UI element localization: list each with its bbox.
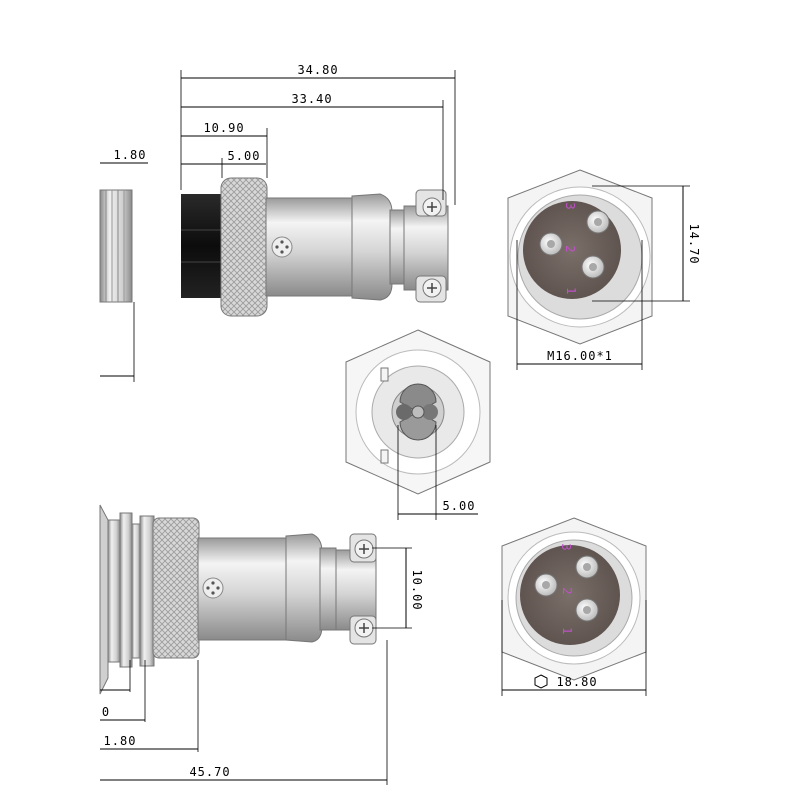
dim-nut-offset: 5.00 xyxy=(228,149,261,163)
screw-head-icon xyxy=(271,236,293,258)
screw-head-bottom-icon xyxy=(202,577,224,599)
top-dimensions: 34.80 33.40 10.90 5.00 1.80 xyxy=(100,63,456,382)
bottom-face-view: 3 2 1 xyxy=(501,517,647,681)
dim-body-length-top: 33.40 xyxy=(291,92,332,106)
rear-view xyxy=(345,329,491,495)
top-face-view: 3 2 1 xyxy=(507,169,653,345)
dim-hex-across-flats: 18.80 xyxy=(556,675,597,689)
clamp-screw-bottom-top-icon xyxy=(354,539,374,559)
bottom-dimensions: 10.00 0 1.80 45.70 xyxy=(100,547,424,785)
clamp-screw-bottom-bottom-icon xyxy=(354,618,374,638)
pin-label-1-bottom: 1 xyxy=(560,627,574,635)
face-dimensions-bottom: 18.80 xyxy=(501,600,647,696)
knurled-nut-bottom xyxy=(152,517,200,659)
dim-overall-length-bottom: 45.70 xyxy=(189,765,230,779)
face-dimensions-top: 14.70 M16.00*1 xyxy=(516,185,701,370)
dim-overall-length-top: 34.80 xyxy=(297,63,338,77)
rear-dimensions: 5.00 xyxy=(397,425,478,520)
dim-panel-thickness: 1.80 xyxy=(114,148,147,162)
pin-label-2: 2 xyxy=(563,245,577,253)
dim-pin-spacing: 5.00 xyxy=(443,499,476,513)
hexagon-icon xyxy=(534,674,548,689)
cable-clamp xyxy=(403,189,449,303)
bottom-side-view xyxy=(99,504,377,695)
step-collar xyxy=(351,193,393,301)
pin-label-2-bottom: 2 xyxy=(560,587,574,595)
dim-bottom-left-partial: 0 xyxy=(102,705,110,719)
top-side-view xyxy=(99,177,449,317)
dim-plug-height: 10.00 xyxy=(410,569,424,610)
clamp-screw-bottom-icon xyxy=(422,278,442,298)
dim-nut-length: 10.90 xyxy=(203,121,244,135)
clamp-screw-top-icon xyxy=(422,197,442,217)
black-body xyxy=(181,194,223,298)
dim-thread-spec: M16.00*1 xyxy=(547,349,613,363)
dim-face-height: 14.70 xyxy=(687,223,701,264)
pin-label-3-bottom: 3 xyxy=(559,543,573,551)
pin-label-3: 3 xyxy=(563,202,577,210)
dim-bottom-thickness: 1.80 xyxy=(104,734,137,748)
panel-thread-left xyxy=(99,189,133,303)
pin-label-1: 1 xyxy=(564,287,578,295)
knurled-nut xyxy=(220,177,268,317)
